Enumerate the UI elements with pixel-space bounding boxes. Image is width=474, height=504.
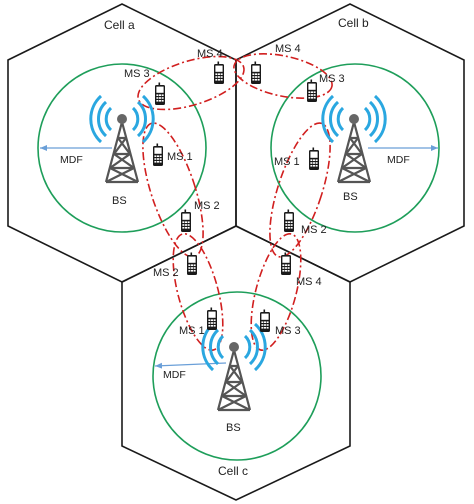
cell-c-mdf-label: MDF <box>163 369 186 381</box>
cell-b-mdf-label: MDF <box>387 154 410 166</box>
cell-c-bs-label: BS <box>226 422 241 434</box>
cell-b-ms1-label: MS 1 <box>274 156 300 168</box>
cell-a-ms4-label: MS 4 <box>197 48 223 60</box>
cell-b-ms1-phone-icon <box>309 147 319 170</box>
cell-c-coverage-circle <box>152 291 322 461</box>
cell-a-coverage-circle <box>37 63 207 233</box>
cluster-ellipse-b-top <box>233 53 333 99</box>
cell-c-ms3-phone-icon <box>260 309 270 332</box>
cell-b-bs-label: BS <box>343 191 358 203</box>
cell-a-ms1-label: MS 1 <box>167 151 193 163</box>
cell-b-ms2-label: MS 2 <box>301 224 327 236</box>
cell-b-ms4-label: MS 4 <box>275 43 301 55</box>
cell-c-ms1-label: MS 1 <box>179 325 205 337</box>
cluster-ellipse-ab-top <box>137 55 245 111</box>
cell-a-ms2-label: MS 2 <box>194 200 220 212</box>
cluster-ellipse-c-right <box>250 233 302 351</box>
cell-c-label: Cell c <box>218 464 248 478</box>
cell-b-base-station-icon <box>321 94 387 184</box>
cell-a-ms2-phone-icon <box>181 209 191 232</box>
cell-a-ms4-phone-icon <box>214 61 224 84</box>
cell-b-ms2-phone-icon <box>284 209 294 232</box>
cluster-ellipse-a-down <box>142 122 204 258</box>
cell-a-mdf-label: MDF <box>60 154 83 166</box>
cell-c-ms2-label: MS 2 <box>153 267 179 279</box>
cell-c-ms2-phone-icon <box>187 252 197 275</box>
cell-a-ms3-label: MS 3 <box>124 68 150 80</box>
cell-c-base-station-icon <box>201 322 267 412</box>
cell-b-ms3-label: MS 3 <box>319 73 345 85</box>
cell-c-ms1-phone-icon <box>207 307 217 330</box>
cell-b-label: Cell b <box>338 16 369 30</box>
cell-c-mdf-arrow <box>154 362 227 369</box>
cell-a-bs-label: BS <box>112 195 127 207</box>
cell-a-label: Cell a <box>104 18 135 32</box>
cell-a-ms3-phone-icon <box>155 82 165 105</box>
cell-c-hexagon <box>121 225 351 501</box>
cell-c-ms4-label: MS 4 <box>296 276 322 288</box>
cell-b-coverage-circle <box>270 63 440 233</box>
cell-c-ms4-phone-icon <box>281 252 291 275</box>
cell-b-ms4-phone-icon <box>251 61 261 84</box>
cell-b-ms3-phone-icon <box>307 79 317 102</box>
cell-a-ms1-phone-icon <box>153 143 163 166</box>
cell-c-ms3-label: MS 3 <box>275 325 301 337</box>
cluster-ellipse-c-left <box>172 233 224 351</box>
